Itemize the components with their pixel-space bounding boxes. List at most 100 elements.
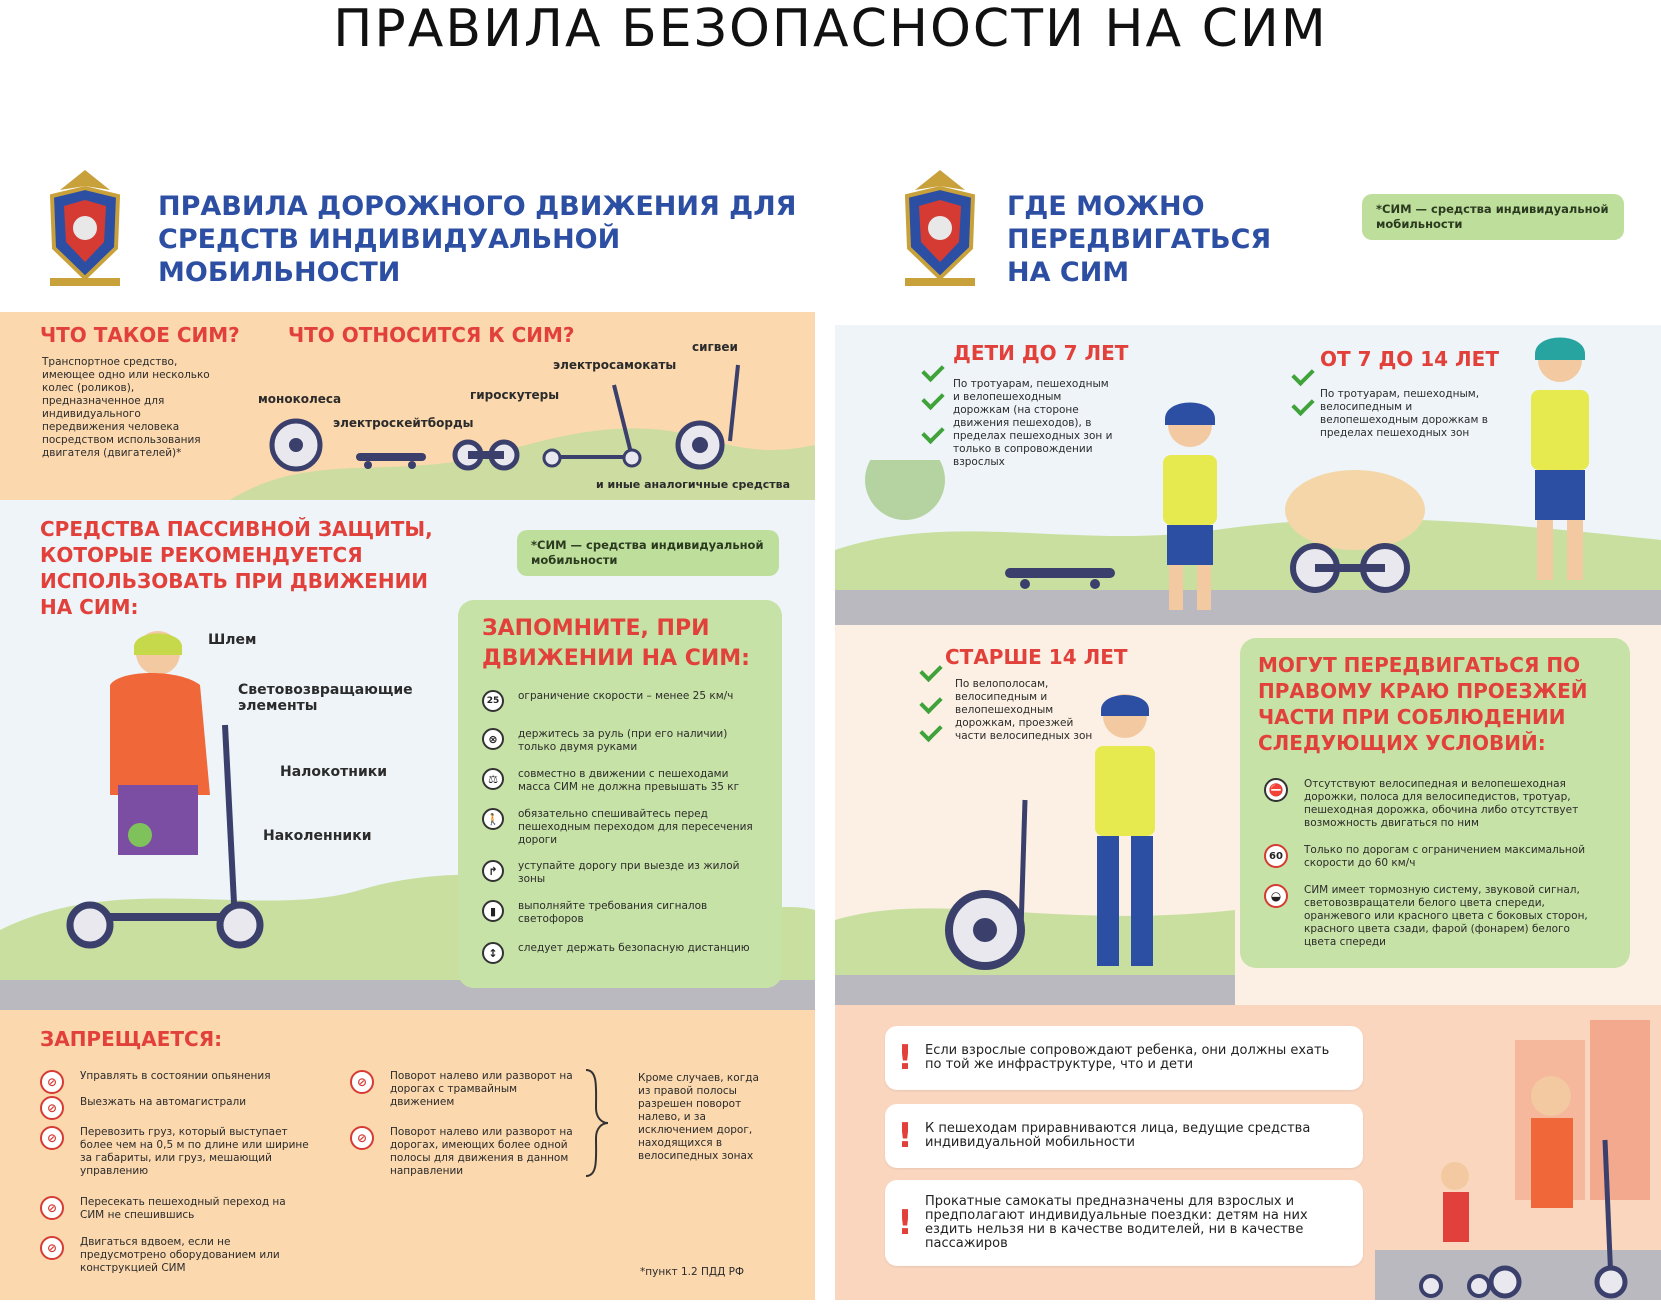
what-is-text: Транспортное средство, имеющее одно или …	[42, 356, 210, 459]
forbidden-text: Двигаться вдвоем, если не предусмотрено …	[80, 1236, 280, 1274]
roadside-heading: МОГУТ ПЕРЕДВИГАТЬСЯ ПО ПРАВОМУ КРАЮ ПРОЕ…	[1258, 653, 1588, 755]
exclamation-icon: !	[897, 1116, 913, 1156]
page-title: ПРАВИЛА БЕЗОПАСНОСТИ НА СИМ	[333, 0, 1328, 59]
forbidden-exception: Кроме случаев, когда из правой полосы ра…	[638, 1072, 759, 1162]
child-figure-illustration	[1163, 402, 1217, 610]
forbidden-text: Поворот налево или разворот на дорогах с…	[390, 1070, 573, 1108]
devices-illustration	[269, 364, 740, 472]
protection-heading: СРЕДСТВА ПАССИВНОЙ ЗАЩИТЫ, КОТОРЫЕ РЕКОМ…	[40, 517, 433, 619]
segway-rider-illustration	[945, 694, 1155, 970]
protection-reflective: Световозвращающие элементы	[238, 682, 413, 714]
rule-text: уступайте дорогу при выезде из жилой зон…	[518, 860, 740, 885]
info-note: ! Прокатные самокаты предназначены для в…	[885, 1180, 1363, 1266]
park-scene-illustration	[835, 460, 1661, 625]
rule-text: ограничение скорости – менее 25 км/ч	[518, 690, 734, 702]
over14-text: По велополосам, велосипедным и велопешех…	[955, 678, 1093, 742]
over14-heading: СТАРШЕ 14 ЛЕТ	[945, 645, 1128, 669]
info-note-text: К пешеходам приравниваются лица, ведущие…	[925, 1121, 1311, 1150]
right-poster: ГДЕ МОЖНО ПЕРЕДВИГАТЬСЯ НА СИМ *СИМ — ср…	[835, 160, 1661, 1300]
rule-item: 25 ограничение скорости – менее 25 км/ч	[482, 690, 758, 712]
rule-text: выполняйте требования сигналов светофоро…	[518, 900, 708, 925]
scooter-rider-illustration	[66, 631, 264, 949]
rule-text: следует держать безопасную дистанцию	[518, 942, 750, 954]
rule-item: ⊗ держитесь за руль (при его наличии) то…	[482, 728, 758, 754]
left-poster: ПРАВИЛА ДОРОЖНОГО ДВИЖЕНИЯ ДЛЯ СРЕДСТВ И…	[0, 160, 815, 1300]
forbidden-item: ⊘ Перевозить груз, который выступает бол…	[40, 1126, 310, 1178]
rule-item: 🚶 обязательно спешивайтесь перед пешеход…	[482, 808, 758, 847]
footnote: *пункт 1.2 ПДД РФ	[640, 1266, 745, 1278]
forbidden-text: Поворот налево или разворот на дорогах, …	[390, 1126, 573, 1177]
what-is-heading: ЧТО ТАКОЕ СИМ?	[40, 323, 240, 347]
kids714-heading: ОТ 7 ДО 14 ЛЕТ	[1320, 347, 1499, 371]
traffic-light-icon: ▮	[482, 900, 504, 922]
rule-item: ↕ следует держать безопасную дистанцию	[482, 942, 758, 964]
exclamation-icon: !	[897, 1203, 913, 1243]
brace-icon	[585, 1069, 609, 1177]
police-emblem-icon	[49, 170, 121, 286]
rule-text: держитесь за руль (при его наличии) толь…	[518, 728, 728, 753]
teen-figure-illustration	[1531, 337, 1589, 580]
forbidden-item: ⊘ Поворот налево или разворот на дорогах…	[350, 1070, 580, 1109]
forbidden-item: ⊘ Выезжать на автомагистрали	[40, 1096, 300, 1120]
left-poster-title: ПРАВИЛА ДОРОЖНОГО ДВИЖЕНИЯ ДЛЯ СРЕДСТВ И…	[158, 191, 797, 288]
no-crossing-riding-icon: ⊘	[40, 1196, 64, 1220]
no-left-turn-tram-icon: ⊘	[350, 1070, 374, 1094]
distance-icon: ↕	[482, 942, 504, 964]
condition-item: 60 Только по дорогам с ограничением макс…	[1264, 844, 1594, 870]
rule-text: совместно в движении с пешеходами масса …	[518, 768, 740, 793]
device-label-gyroscooters: гироскутеры	[470, 388, 560, 402]
city-family-illustration	[1375, 1020, 1661, 1300]
protection-knee: Наколенники	[263, 828, 372, 844]
forbidden-heading: ЗАПРЕЩАЕТСЯ:	[40, 1027, 223, 1051]
forbidden-item: ⊘ Пересекать пешеходный переход на СИМ н…	[40, 1196, 300, 1222]
pedestrian-icon: 🚶	[482, 808, 504, 830]
condition-text: Только по дорогам с ограничением максима…	[1304, 844, 1586, 869]
hills-decor	[230, 428, 815, 500]
remember-card: ЗАПОМНИТЕ, ПРИ ДВИЖЕНИИ НА СИМ: 25 огран…	[458, 600, 782, 988]
info-note-text: Если взрослые сопровождают ребенка, они …	[925, 1043, 1330, 1072]
no-infrastructure-icon: ⛔	[1264, 778, 1288, 802]
rule-text: обязательно спешивайтесь перед пешеходны…	[518, 808, 753, 846]
weight-icon: ⚖	[482, 768, 504, 790]
info-note: ! Если взрослые сопровождают ребенка, он…	[885, 1026, 1363, 1090]
sim-note-badge: *СИМ — средства индивидуальной мобильнос…	[1362, 194, 1624, 240]
forbidden-text: Перевозить груз, который выступает более…	[80, 1126, 309, 1177]
no-highway-icon: ⊘	[40, 1096, 64, 1120]
forbidden-text: Выезжать на автомагистрали	[80, 1096, 247, 1108]
condition-text: СИМ имеет тормозную систему, звуковой си…	[1304, 884, 1588, 948]
kids7-heading: ДЕТИ ДО 7 ЛЕТ	[953, 341, 1129, 365]
device-label-monowheels: моноколеса	[258, 392, 342, 406]
police-emblem-icon	[904, 170, 976, 286]
forbidden-text: Управлять в состоянии опьянения	[80, 1070, 271, 1082]
device-label-similar: и иные аналогичные средства	[596, 478, 791, 491]
speed-limit-icon: 25	[482, 690, 504, 712]
right-poster-title: ГДЕ МОЖНО ПЕРЕДВИГАТЬСЯ НА СИМ	[1007, 191, 1272, 288]
rule-item: ↱ уступайте дорогу при выезде из жилой з…	[482, 860, 758, 886]
forbidden-item: ⊘ Двигаться вдвоем, если не предусмотрен…	[40, 1236, 310, 1275]
condition-item: ◒ СИМ имеет тормозную систему, звуковой …	[1264, 884, 1594, 949]
device-label-eskateboards: электроскейтборды	[333, 416, 474, 430]
protection-elbow: Налокотники	[280, 764, 388, 780]
forbidden-text: Пересекать пешеходный переход на СИМ не …	[80, 1196, 286, 1221]
includes-heading: ЧТО ОТНОСИТСЯ К СИМ?	[288, 323, 575, 347]
no-passenger-icon: ⊘	[40, 1236, 64, 1260]
rule-item: ▮ выполняйте требования сигналов светофо…	[482, 900, 758, 926]
condition-text: Отсутствуют велосипедная и велопешеходна…	[1304, 778, 1579, 829]
roadside-card: МОГУТ ПЕРЕДВИГАТЬСЯ ПО ПРАВОМУ КРАЮ ПРОЕ…	[1240, 638, 1630, 968]
rule-item: ⚖ совместно в движении с пешеходами масс…	[482, 768, 758, 794]
kids714-text: По тротуарам, пешеходным, велосипедным и…	[1320, 388, 1488, 439]
no-cargo-icon: ⊘	[40, 1126, 64, 1150]
headlight-icon: ◒	[1264, 884, 1288, 908]
no-alcohol-icon: ⊘	[40, 1070, 64, 1094]
forbidden-section	[0, 1010, 815, 1300]
skateboard-gyro-illustration	[1005, 543, 1410, 593]
no-left-turn-multilane-icon: ⊘	[350, 1126, 374, 1150]
device-label-escooters: электросамокаты	[553, 358, 677, 372]
forbidden-item: ⊘ Управлять в состоянии опьянения	[40, 1070, 300, 1094]
info-note: ! К пешеходам приравниваются лица, ведущ…	[885, 1104, 1363, 1168]
speed-60-icon: 60	[1264, 844, 1288, 868]
remember-heading: ЗАПОМНИТЕ, ПРИ ДВИЖЕНИИ НА СИМ:	[482, 616, 750, 671]
steering-wheel-icon: ⊗	[482, 728, 504, 750]
forbidden-item: ⊘ Поворот налево или разворот на дорогах…	[350, 1126, 580, 1178]
condition-item: ⛔ Отсутствуют велосипедная и велопешеход…	[1264, 778, 1594, 830]
